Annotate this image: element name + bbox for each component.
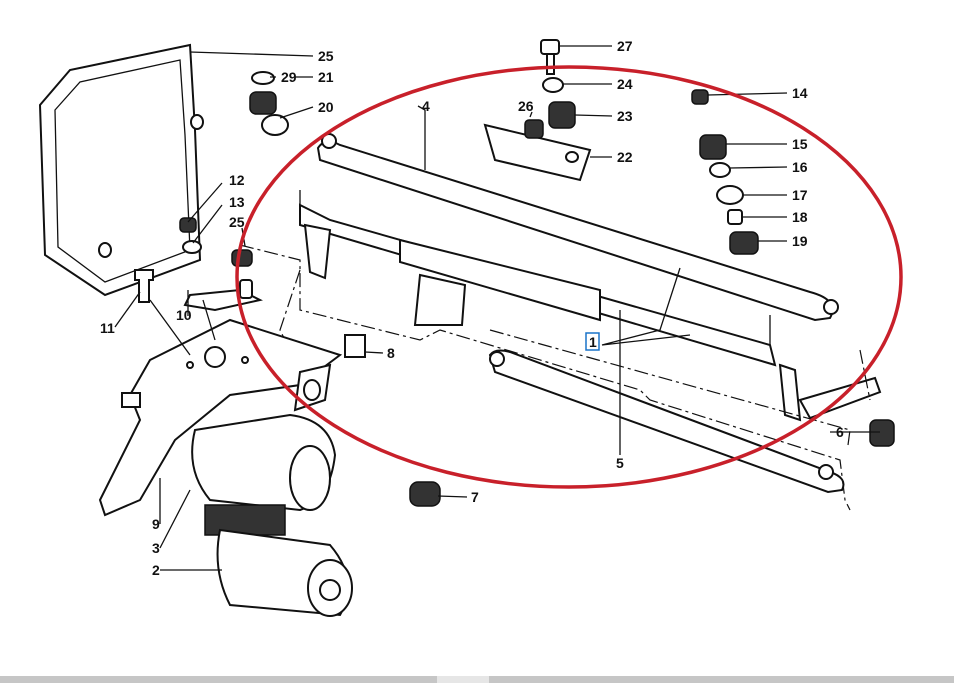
label-25b[interactable]: 25 bbox=[229, 214, 245, 230]
label-16[interactable]: 16 bbox=[792, 159, 808, 175]
selected-label-box bbox=[585, 332, 600, 351]
label-24[interactable]: 24 bbox=[617, 76, 633, 92]
part-labels: 25 29 21 20 27 24 23 26 22 4 14 15 16 17… bbox=[100, 38, 844, 578]
scrollbar-thumb[interactable] bbox=[437, 676, 489, 683]
label-12[interactable]: 12 bbox=[229, 172, 245, 188]
horizontal-scrollbar[interactable] bbox=[0, 676, 954, 683]
fasteners-right bbox=[524, 39, 895, 447]
label-23[interactable]: 23 bbox=[617, 108, 633, 124]
label-11[interactable]: 11 bbox=[100, 320, 115, 336]
label-14[interactable]: 14 bbox=[792, 85, 808, 101]
label-17[interactable]: 17 bbox=[792, 187, 808, 203]
label-5[interactable]: 5 bbox=[616, 455, 624, 471]
label-18[interactable]: 18 bbox=[792, 209, 808, 225]
label-27[interactable]: 27 bbox=[617, 38, 633, 54]
highlight-ellipse bbox=[235, 65, 903, 489]
label-2[interactable]: 2 bbox=[152, 562, 160, 578]
label-7[interactable]: 7 bbox=[471, 489, 479, 505]
label-13[interactable]: 13 bbox=[229, 194, 245, 210]
label-15[interactable]: 15 bbox=[792, 136, 808, 152]
label-1[interactable]: 1 bbox=[589, 334, 597, 350]
label-22[interactable]: 22 bbox=[617, 149, 633, 165]
wiper-motor bbox=[191, 413, 353, 617]
label-21[interactable]: 21 bbox=[318, 69, 334, 85]
label-29[interactable]: 29 bbox=[281, 69, 297, 85]
assembly-lines bbox=[149, 244, 871, 511]
mounting-panel bbox=[38, 43, 204, 297]
leader-lines bbox=[114, 45, 880, 571]
motor-bracket-frame bbox=[98, 288, 343, 517]
label-8[interactable]: 8 bbox=[387, 345, 395, 361]
label-25[interactable]: 25 bbox=[318, 48, 334, 64]
label-4[interactable]: 4 bbox=[422, 98, 430, 114]
label-3[interactable]: 3 bbox=[152, 540, 160, 556]
label-9[interactable]: 9 bbox=[152, 516, 160, 532]
label-26[interactable]: 26 bbox=[518, 98, 534, 114]
label-10[interactable]: 10 bbox=[176, 307, 192, 323]
label-20[interactable]: 20 bbox=[318, 99, 334, 115]
linkage-rods bbox=[299, 123, 882, 494]
label-19[interactable]: 19 bbox=[792, 233, 808, 249]
label-6[interactable]: 6 bbox=[836, 424, 844, 440]
